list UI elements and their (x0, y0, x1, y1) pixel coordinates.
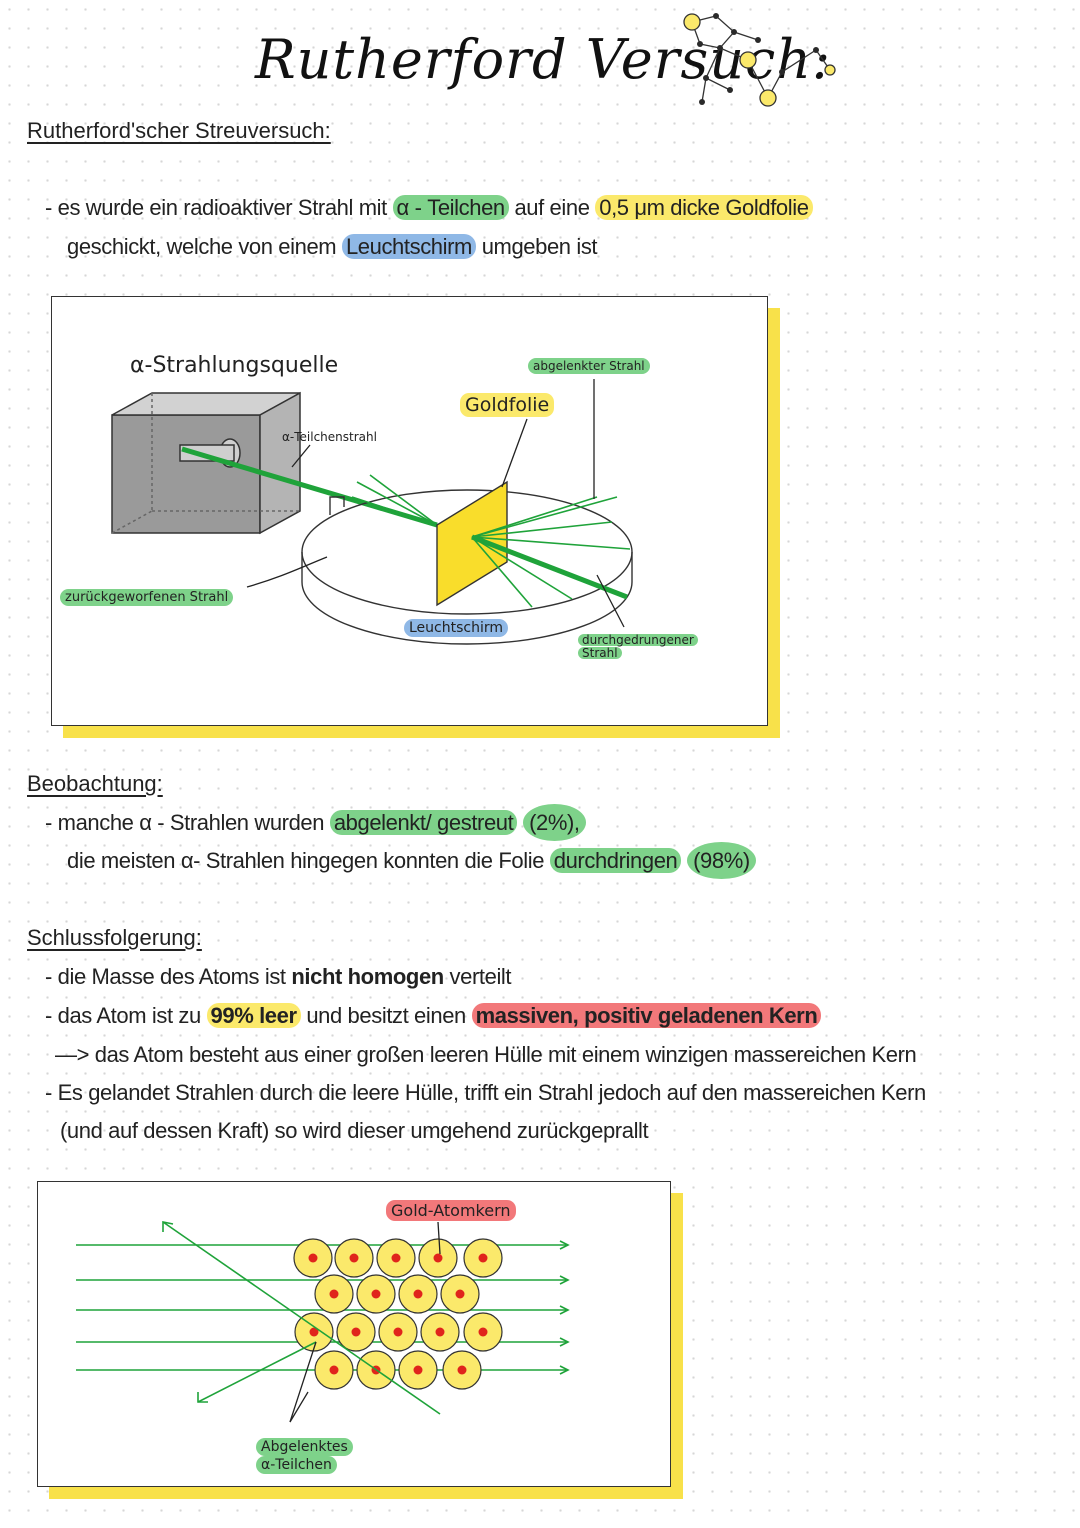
screen-ring (301, 489, 633, 645)
bold-nicht-homogen: nicht homogen (291, 964, 444, 989)
atom-nucleus (478, 1327, 488, 1337)
nucleus-svg (76, 1221, 570, 1423)
text-span: auf eine (508, 195, 596, 220)
highlight-99-leer: 99% leer (206, 1003, 301, 1028)
label-deflected-line2: α-Teilchen (256, 1456, 337, 1474)
text-span: umgeben ist (475, 234, 598, 259)
deflected-ray (197, 1341, 317, 1403)
section-heading-schlussfolgerung: Schlussfolgerung: (27, 925, 202, 950)
deflected-ray (162, 1221, 441, 1415)
arrow-head-icon (162, 1221, 174, 1232)
label-deflected-line1: Abgelenktes (256, 1438, 353, 1456)
highlight-alpha-teilchen: α - Teilchen (392, 195, 509, 220)
atom-nucleus (413, 1289, 423, 1299)
text-span: verteilt (443, 964, 512, 989)
arrow-head-icon (559, 1337, 570, 1347)
arrow-head-icon (559, 1305, 570, 1315)
experiment-svg (111, 379, 633, 645)
atom-nucleus (393, 1327, 403, 1337)
section-heading-streuversuch: Rutherford'scher Streuversuch: (27, 118, 331, 143)
atom-nucleus (351, 1327, 361, 1337)
highlight-durchdringen: durchdringen (549, 848, 682, 873)
atom-nucleus (433, 1253, 443, 1263)
atom-nucleus (457, 1365, 467, 1375)
atom-nucleus (435, 1327, 445, 1337)
gold-foil (436, 480, 508, 607)
label-passed-line1: durchgedrungener (578, 634, 698, 646)
experiment-diagram: α-Strahlungsquelle α-Teilchenstrahl Gold… (51, 296, 768, 726)
atom-nucleus (413, 1365, 423, 1375)
atom-nucleus (391, 1253, 401, 1263)
observation-line-2: die meisten α- Strahlen hingegen konnten… (67, 842, 756, 879)
conclusion-line-1: - die Masse des Atoms ist nicht homogen … (45, 964, 512, 990)
intro-line-2: geschickt, welche von einem Leuchtschirm… (67, 234, 598, 260)
text-span: - es wurde ein radioaktiver Strahl mit (45, 195, 393, 220)
arrow-head-icon (559, 1240, 570, 1250)
conclusion-line-4: - Es gelandet Strahlen durch die leere H… (45, 1080, 926, 1105)
atom-nucleus (478, 1253, 488, 1263)
atom-nucleus (329, 1365, 339, 1375)
highlight-leuchtschirm: Leuchtschirm (341, 234, 476, 259)
highlight-abgelenkt: abgelenkt/ gestreut (329, 810, 518, 835)
atom-nucleus (309, 1327, 319, 1337)
label-passed-line2: Strahl (578, 647, 622, 659)
arrow-head-icon (559, 1275, 570, 1285)
page-title: Rutherford Versuch: (255, 28, 832, 91)
highlight-goldfolie: 0,5 μm dicke Goldfolie (595, 195, 813, 220)
label-beam: α-Teilchenstrahl (282, 430, 377, 444)
label-source: α-Strahlungsquelle (130, 353, 339, 378)
highlight-98-percent: (98%) (687, 842, 756, 879)
atom-nucleus (371, 1289, 381, 1299)
label-deflected-particle: Abgelenktes α-Teilchen (256, 1438, 353, 1474)
text-span: die meisten α- Strahlen hingegen konnten… (67, 848, 550, 873)
conclusion-line-5: (und auf dessen Kraft) so wird dieser um… (60, 1118, 649, 1143)
text-span: - manche α - Strahlen wurden (45, 810, 330, 835)
arrow-head-icon (559, 1365, 570, 1375)
atom-nucleus (329, 1289, 339, 1299)
label-passed-beam: durchgedrungener Strahl (578, 633, 698, 659)
radiation-source-box (111, 391, 301, 535)
text-span: - die Masse des Atoms ist (45, 964, 292, 989)
label-deflected-beam: abgelenkter Strahl (528, 358, 650, 374)
atom-nucleus (349, 1253, 359, 1263)
label-screen: Leuchtschirm (404, 619, 509, 637)
highlight-2-percent: (2%), (523, 804, 586, 841)
label-reflected-beam: zurückgeworfenen Strahl (60, 589, 234, 606)
atom-nucleus (455, 1289, 465, 1299)
label-foil: Goldfolie (460, 393, 555, 417)
constellation-icon (683, 13, 836, 107)
section-heading-beobachtung: Beobachtung: (27, 771, 163, 796)
text-span: - das Atom ist zu (45, 1003, 207, 1028)
arrow-head-icon (197, 1392, 208, 1403)
text-span: und besitzt einen (300, 1003, 472, 1028)
conclusion-line-2: - das Atom ist zu 99% leer und besitzt e… (45, 1003, 822, 1029)
nucleus-diagram: Gold-Atomkern Abgelenktes α-Teilchen (37, 1181, 671, 1487)
conclusion-line-3: —> das Atom besteht aus einer großen lee… (55, 1042, 917, 1067)
intro-line-1: - es wurde ein radioaktiver Strahl mit α… (45, 195, 813, 221)
label-gold-nucleus: Gold-Atomkern (386, 1200, 516, 1221)
observation-line-1: - manche α - Strahlen wurden abgelenkt/ … (45, 804, 586, 841)
atom-nucleus (308, 1253, 318, 1263)
text-span: geschickt, welche von einem (67, 234, 342, 259)
highlight-kern: massiven, positiv geladenen Kern (471, 1003, 822, 1028)
